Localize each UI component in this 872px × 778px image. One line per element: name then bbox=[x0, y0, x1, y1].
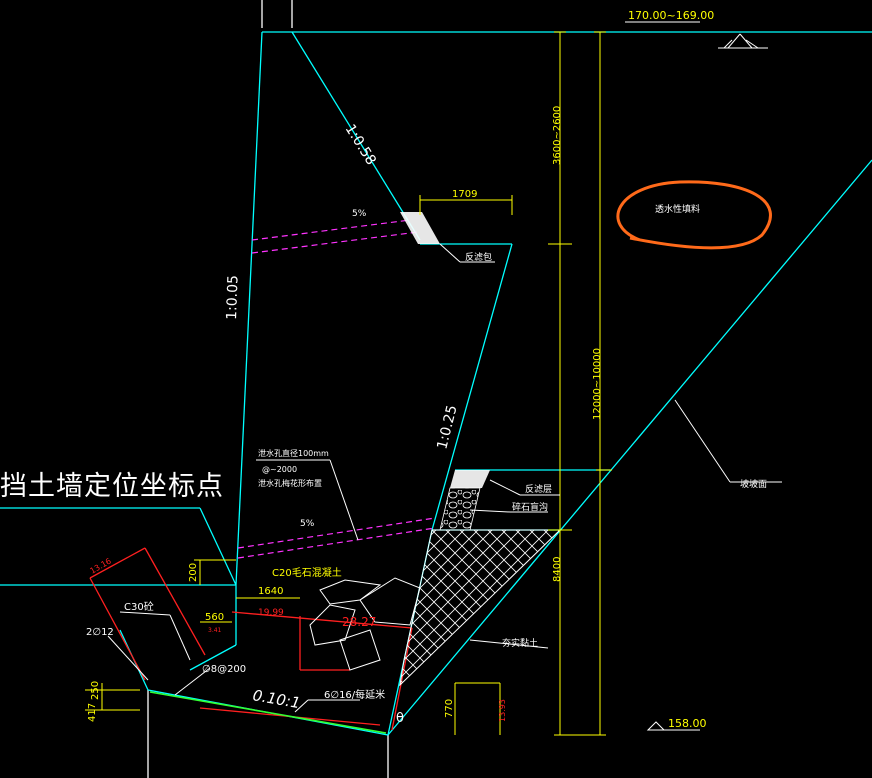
gravel-label: 碎石盲沟 bbox=[512, 501, 548, 513]
page-title: 挡土墙定位坐标点 bbox=[0, 471, 224, 502]
percent-upper: 5% bbox=[352, 209, 367, 219]
permeable-fill-label: 透水性填料 bbox=[655, 203, 700, 215]
dim-red-2827: 28.27 bbox=[342, 615, 376, 629]
dim-upper-height: 3600~2600 bbox=[552, 106, 563, 165]
dim-560: 560 bbox=[205, 612, 224, 623]
reference-lines bbox=[147, 0, 389, 778]
filter-lower-label: 反滤层 bbox=[525, 483, 552, 495]
rebar-6016-label: 6∅16/每延米 bbox=[324, 688, 385, 701]
c30-label: C30砼 bbox=[124, 600, 154, 613]
slope-upper-label: 1:0.58 bbox=[342, 122, 379, 168]
drain-pipe-label-3: 泄水孔梅花形布置 bbox=[258, 478, 322, 488]
rebar-outline bbox=[89, 547, 413, 731]
dim-toe-200: 200 bbox=[188, 563, 199, 582]
dim-total-height: 12000~10000 bbox=[592, 348, 603, 420]
dim-red-small: 3.41 bbox=[208, 627, 222, 634]
percent-lower: 5% bbox=[300, 519, 315, 529]
compacted-clay-hatch bbox=[399, 529, 562, 687]
filter-upper-label: 反滤包 bbox=[465, 251, 492, 263]
dim-red-1999: 19.99 bbox=[258, 608, 284, 618]
slope-front-label: 1:0.05 bbox=[224, 275, 242, 320]
elevation-bottom-label: 158.00 bbox=[668, 717, 707, 730]
rubble-stones bbox=[309, 577, 421, 671]
elevation-marker-top-line bbox=[625, 21, 700, 731]
highlight-circle bbox=[616, 180, 772, 250]
dim-770: 770 bbox=[444, 699, 455, 718]
angle-theta: θ bbox=[396, 711, 404, 726]
slope-base-label: 0.10:1 bbox=[251, 686, 301, 712]
dim-lower-height: 8400 bbox=[552, 557, 563, 582]
elevation-top-label: 170.00~169.00 bbox=[628, 9, 714, 22]
dim-top-width: 1709 bbox=[452, 189, 477, 200]
filter-layer-lower bbox=[450, 470, 490, 488]
filter-bag-upper bbox=[400, 212, 440, 244]
dimension-lines bbox=[85, 31, 612, 736]
leader-lines bbox=[107, 243, 782, 713]
rebar-d8-label: ∅8@200 bbox=[202, 664, 246, 675]
drain-pipes bbox=[237, 219, 436, 559]
drain-pipe-label-2: @~2000 bbox=[262, 465, 297, 474]
drain-pipe-label-1: 泄水孔直径100mm bbox=[258, 448, 329, 458]
compacted-label: 夯实黏土 bbox=[502, 637, 538, 649]
bottom-rebar-line bbox=[149, 691, 387, 734]
dim-1640: 1640 bbox=[258, 586, 283, 597]
slope-face-label: 坡坡面 bbox=[740, 478, 767, 490]
dim-250: 250 bbox=[90, 681, 101, 700]
gravel-drain bbox=[439, 487, 481, 531]
dim-417: 417 bbox=[87, 703, 98, 722]
dim-red-1393: 13.93 bbox=[498, 699, 507, 722]
elevation-marker-top bbox=[718, 33, 768, 49]
c20-label: C20毛石混凝土 bbox=[272, 566, 342, 579]
rebar-2012-label: 2∅12 bbox=[86, 627, 114, 638]
